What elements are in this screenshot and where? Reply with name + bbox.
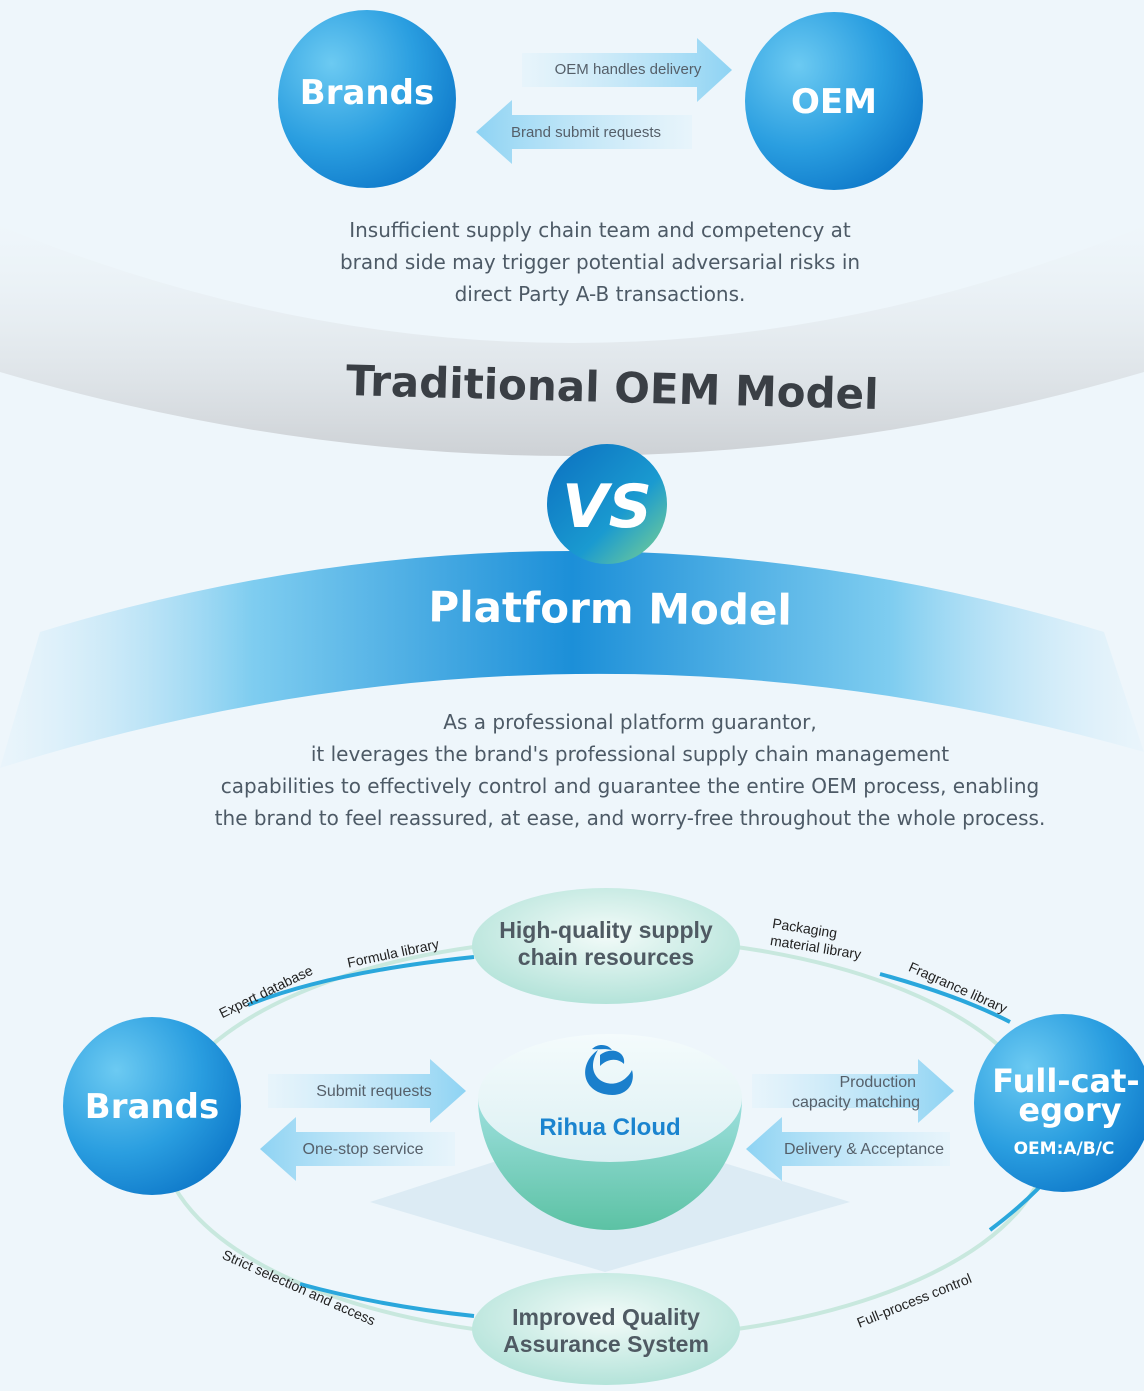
- traditional-band: [0, 226, 1144, 456]
- bottom-quality-line2: Assurance System: [503, 1331, 709, 1357]
- rihua-logo-icon: [585, 1044, 633, 1095]
- top-section: Brands OEM OEM handles delivery Brand su…: [278, 10, 923, 190]
- arrow-production-capacity: [752, 1059, 954, 1123]
- top-resource-node: [472, 888, 740, 1004]
- top-resource-line2: chain resources: [518, 944, 694, 970]
- traditional-description-line: direct Party A-B transactions.: [454, 282, 746, 306]
- platform-description-line: the brand to feel reassured, at ease, an…: [214, 806, 1046, 830]
- bottom-quality-line1: Improved Quality: [512, 1304, 700, 1330]
- bottom-quality-node: [472, 1273, 740, 1385]
- hub-label: Rihua Cloud: [539, 1114, 680, 1141]
- top-brands-label: Brands: [300, 73, 434, 113]
- arrow-oem-handles-delivery: [522, 38, 732, 102]
- top-brands-node: [278, 10, 456, 188]
- diagram-oem-sub: OEM:A/B/C: [1014, 1139, 1115, 1159]
- arrow-oem-handles-delivery-label: OEM handles delivery: [555, 61, 702, 78]
- diagram-oem-line2: egory: [1018, 1091, 1121, 1129]
- diagram-brands-node: [63, 1017, 241, 1195]
- arrow-delivery-acceptance-label: Delivery & Acceptance: [784, 1141, 944, 1158]
- platform-description: As a professional platform guarantor, it…: [150, 706, 1110, 834]
- traditional-description-line: Insufficient supply chain team and compe…: [349, 218, 851, 242]
- ring-accent-top-right: [879, 972, 1011, 1024]
- diagram-oem-node: [974, 1014, 1144, 1192]
- diagram-oem-line1: Full-cat-: [992, 1062, 1139, 1100]
- top-resource-line1: High-quality supply: [499, 917, 713, 943]
- platform-title: Platform Model: [428, 582, 792, 634]
- vs-label: VS: [562, 472, 652, 542]
- arrow-one-stop-service-label: One-stop service: [303, 1141, 424, 1158]
- ring-label-formula-library: Formula library: [346, 936, 441, 971]
- ring-label-full-process: Full-process control: [854, 1270, 973, 1331]
- hub-bowl-top: [478, 1034, 742, 1162]
- top-oem-node: [745, 12, 923, 190]
- arrow-brand-submit-requests: [476, 100, 692, 164]
- ring-accent-bottom-left: [299, 1282, 475, 1318]
- rihua-cloud-hub: Rihua Cloud: [478, 1034, 742, 1230]
- ring-label-strict-selection: Strict selection and access: [220, 1246, 378, 1328]
- vs-badge: VS: [547, 444, 667, 564]
- arrow-delivery-acceptance: [746, 1117, 950, 1181]
- platform-description-line: it leverages the brand's professional su…: [310, 742, 950, 766]
- platform-diagram: High-quality supply chain resources Impr…: [63, 888, 1144, 1385]
- arrow-submit-requests: [268, 1059, 466, 1123]
- traditional-description: Insufficient supply chain team and compe…: [250, 214, 950, 310]
- traditional-description-line: brand side may trigger potential adversa…: [339, 250, 861, 274]
- ring-accent-top-left: [247, 955, 475, 1007]
- arrow-production-line1: Production: [840, 1074, 917, 1091]
- arrow-production-line2: capacity matching: [792, 1094, 920, 1111]
- platform-band: [0, 551, 1144, 768]
- top-oem-label: OEM: [791, 82, 877, 122]
- platform-description-line: As a professional platform guarantor,: [443, 710, 817, 734]
- arrow-one-stop-service: [260, 1117, 455, 1181]
- platform-description-line: capabilities to effectively control and …: [220, 774, 1040, 798]
- arrow-submit-requests-label: Submit requests: [316, 1083, 432, 1100]
- vs-circle: [547, 444, 667, 564]
- arrow-brand-submit-requests-label: Brand submit requests: [511, 124, 661, 141]
- diagram-brands-label: Brands: [85, 1087, 219, 1127]
